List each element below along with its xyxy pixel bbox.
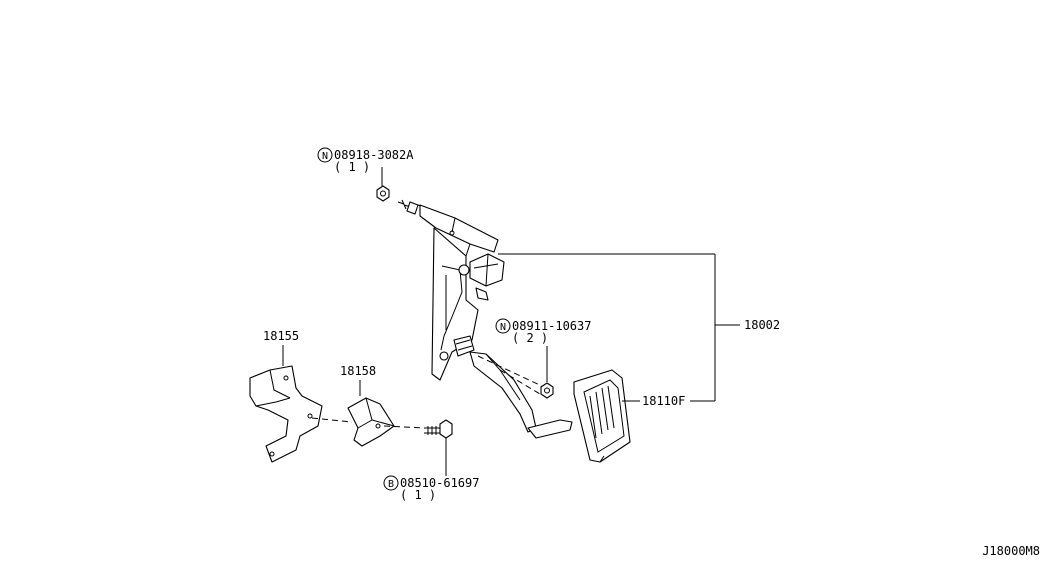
callout-nut-top: N 08918-3082A ( 1 )	[317, 147, 414, 186]
callout-bolt: B 08510-61697 ( 1 )	[383, 438, 479, 502]
callout-nut-top-qty: ( 1 )	[334, 160, 370, 174]
diagram-id: J18000M8	[982, 544, 1040, 558]
part-label-assembly: 18002	[744, 318, 780, 332]
part-label-bracket-b: 18158	[340, 364, 376, 378]
callout-nut-mid-prefix: N	[500, 322, 506, 333]
callout-bolt-qty: ( 1 )	[400, 488, 436, 502]
part-label-pad: 18110F	[642, 394, 685, 408]
part-label-bracket-a: 18155	[263, 329, 299, 343]
callout-nut-mid: N 08911-10637 ( 2 )	[495, 318, 591, 382]
pedal-assembly	[419, 204, 573, 439]
nut-mid-icon	[540, 382, 554, 399]
nut-top-icon	[376, 185, 390, 202]
callout-bolt-prefix: B	[388, 479, 394, 490]
callout-nut-top-part-no: 08918-3082A	[334, 148, 414, 162]
n-circle-icon	[317, 147, 333, 163]
bolt-icon	[424, 419, 453, 439]
bracket-18155: 18155	[249, 329, 323, 463]
callout-nut-mid-part-no: 08911-10637	[512, 319, 591, 333]
pedal-pad	[573, 369, 631, 463]
assembly-leader: 18002 18110F	[498, 253, 780, 408]
b-circle-icon	[383, 475, 399, 491]
callout-nut-top-prefix: N	[322, 151, 328, 162]
callout-nut-mid-qty: ( 2 )	[512, 331, 548, 345]
n-circle-icon	[495, 318, 511, 334]
callout-bolt-part-no: 08510-61697	[400, 476, 479, 490]
bracket-18158: 18158	[340, 364, 395, 447]
